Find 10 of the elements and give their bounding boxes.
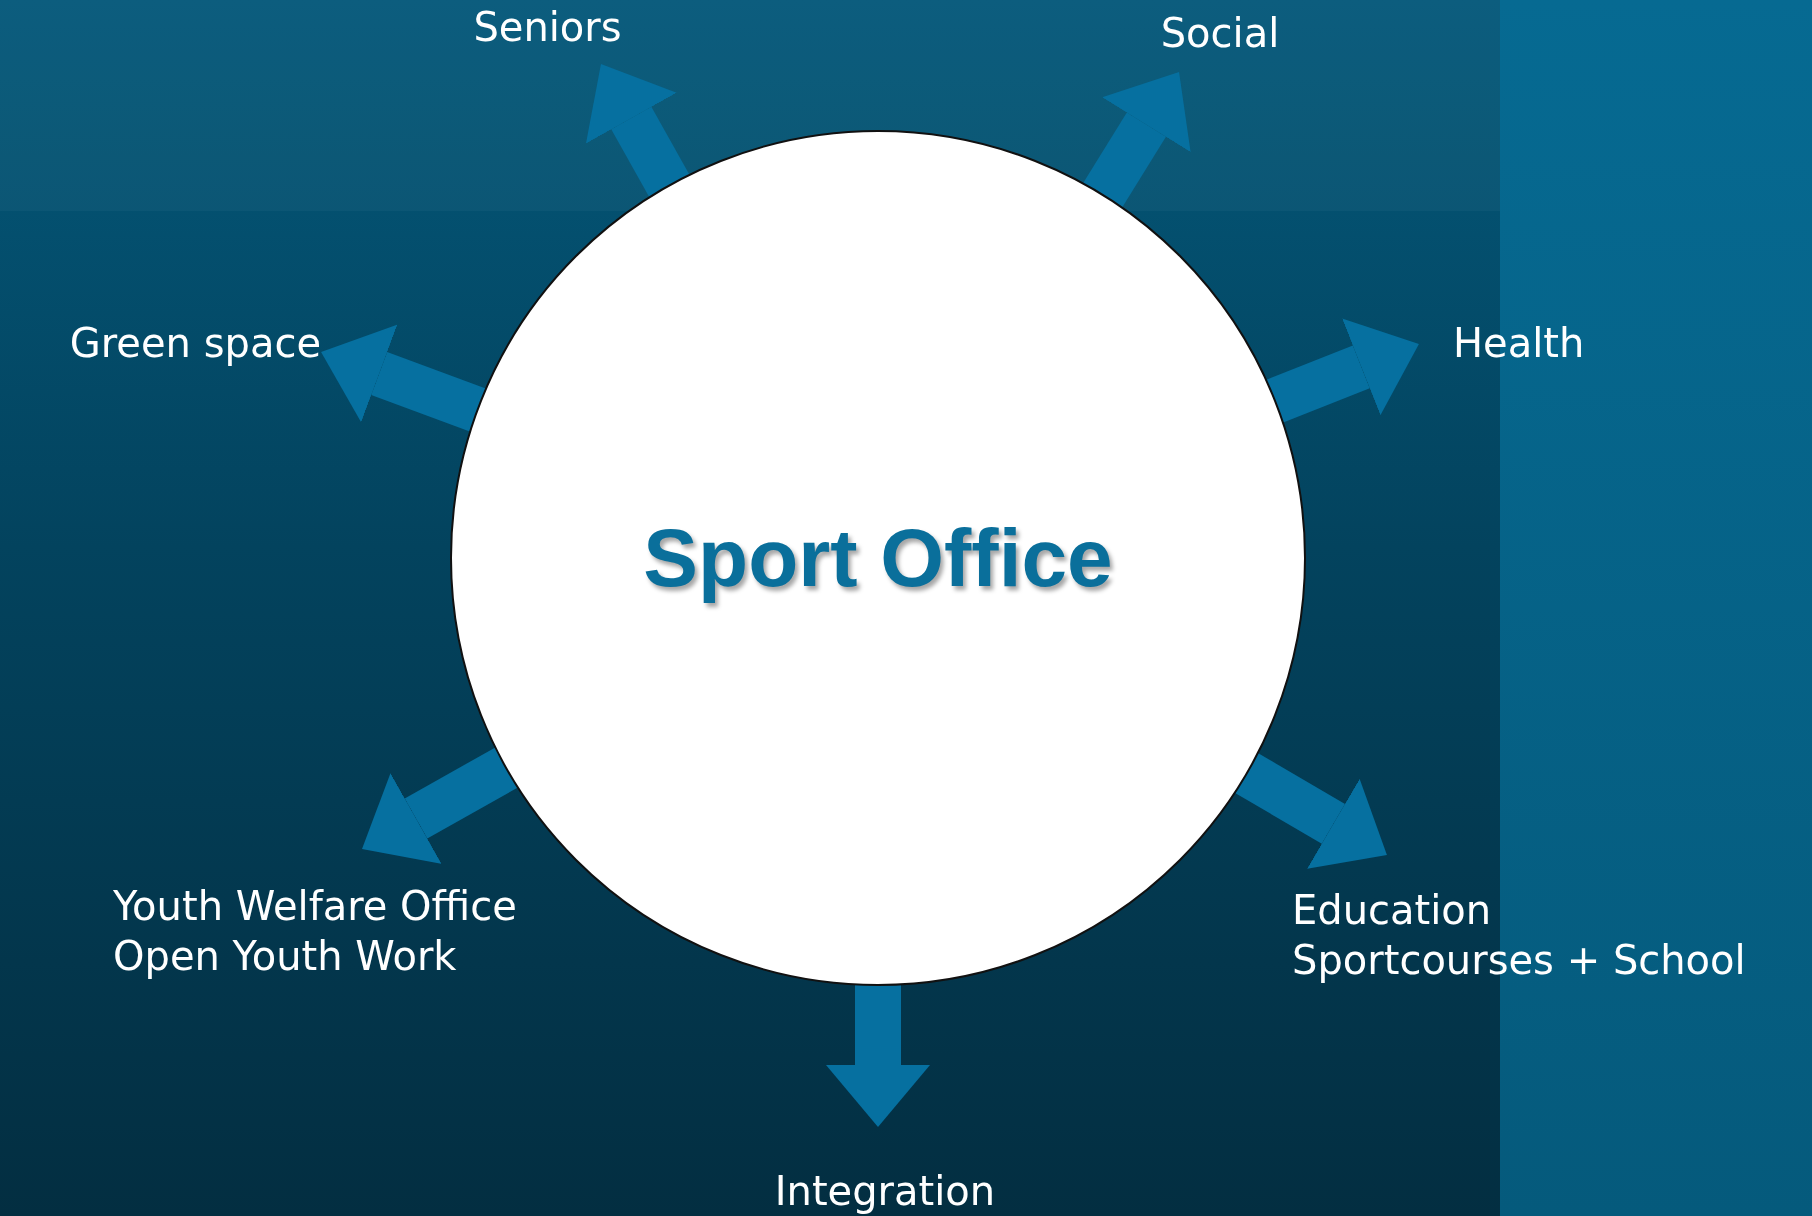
topic-label: Green space: [68, 319, 321, 368]
topic-label: Youth Welfare Office: [113, 882, 518, 931]
topic-label: Integration: [773, 1167, 997, 1216]
hub-title: Sport Office: [643, 511, 1113, 605]
topic-label: Health: [1453, 319, 1586, 368]
topic-label: Open Youth Work: [113, 932, 458, 981]
topic-label: Education: [1292, 886, 1493, 935]
topic-label: Sportcourses + School: [1292, 936, 1747, 985]
topic-label: Seniors: [472, 3, 623, 52]
topic-label: Social: [1159, 9, 1281, 58]
